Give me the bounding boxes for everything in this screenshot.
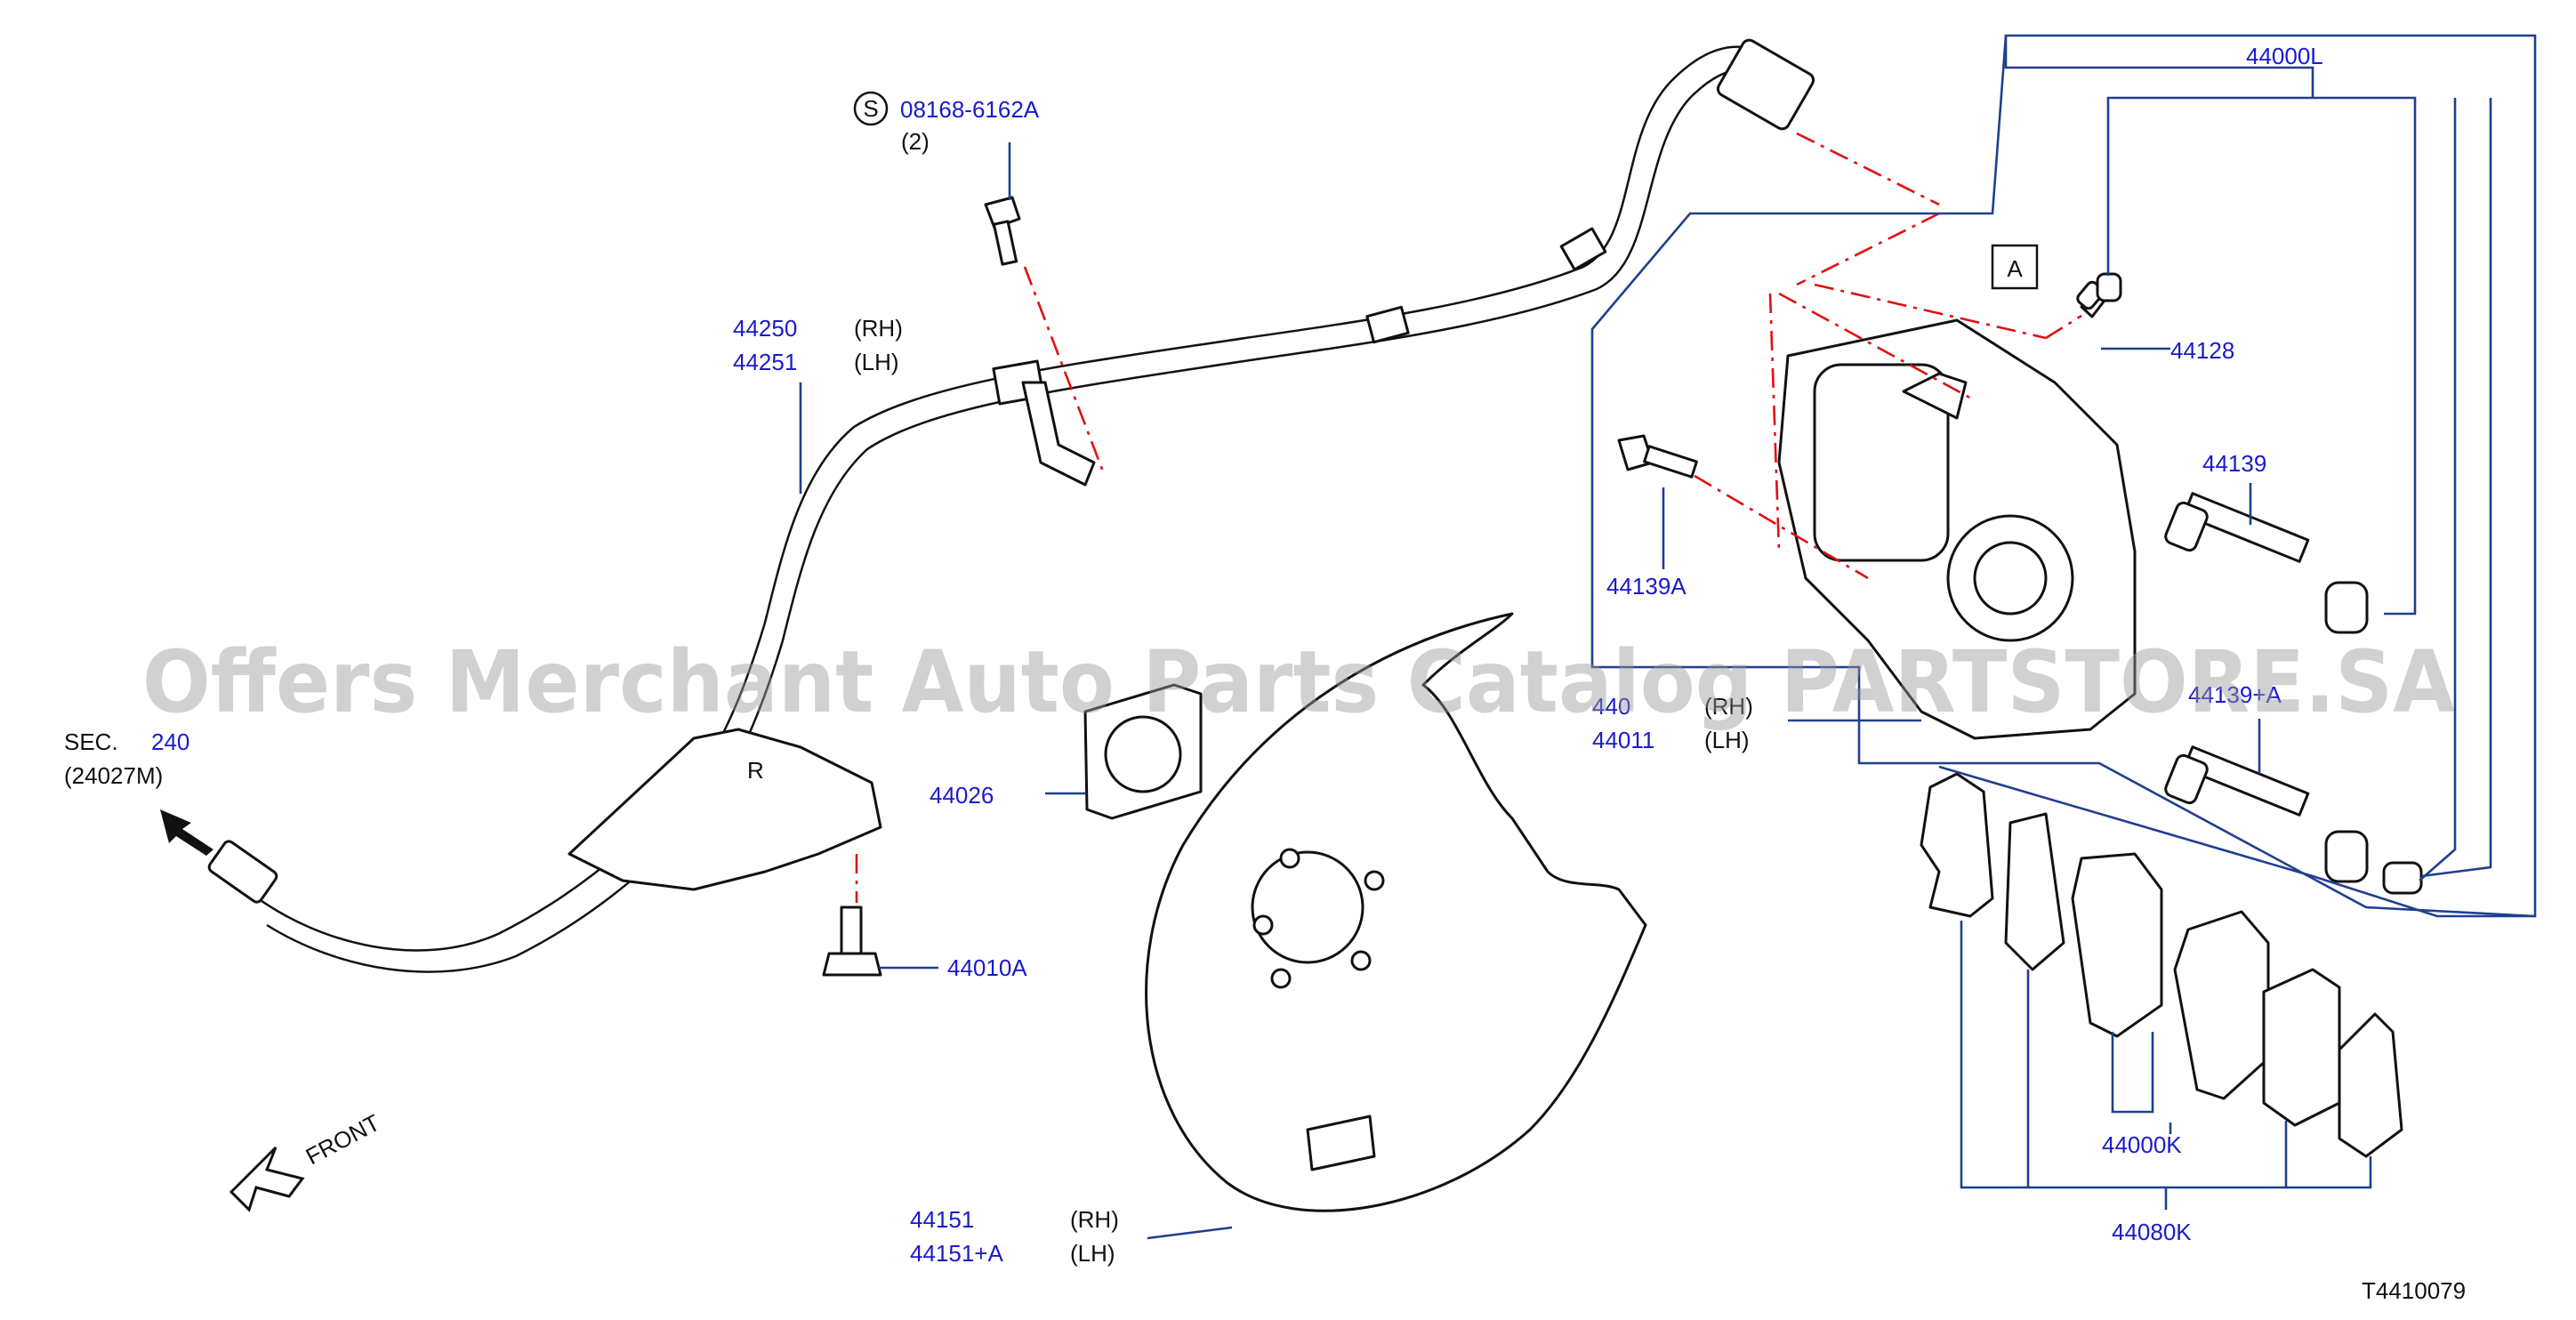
part-44151A-number[interactable]: 44151+A: [910, 1240, 1003, 1267]
leader-lines: [799, 34, 2537, 1240]
part-44139A-number[interactable]: 44139A: [1606, 573, 1686, 600]
bolt-44010A-icon[interactable]: [822, 905, 882, 977]
section-sub: (24027M): [64, 762, 163, 789]
section-arrow-icon: [160, 809, 213, 856]
pin-boot-icon[interactable]: [2324, 581, 2369, 634]
svg-text:R: R: [747, 757, 764, 784]
pad-shim-outer-icon[interactable]: [2262, 968, 2341, 1127]
part-44010A-number[interactable]: 44010A: [947, 954, 1027, 981]
hose-bracket-icon: [1021, 381, 1096, 487]
brake-hose-harness[interactable]: R: [207, 37, 1816, 973]
brake-pad-inner-icon[interactable]: [2071, 852, 2163, 1038]
pin-boot-icon[interactable]: [2324, 830, 2369, 883]
screw-symbol-circle: [853, 91, 889, 126]
pad-shim-icon[interactable]: [2004, 812, 2065, 971]
part-44251-side: (LH): [854, 349, 899, 375]
part-44139-plus-A-number[interactable]: 44139+A: [2188, 681, 2282, 708]
guide-pin-44139-icon[interactable]: [2163, 492, 2310, 563]
sensor-plug-icon: [207, 840, 278, 904]
pin-bushing-icon[interactable]: [2382, 861, 2423, 895]
part-44080K-number[interactable]: 44080K: [2112, 1219, 2192, 1245]
part-44250-side: (RH): [854, 315, 903, 342]
part-44139-number[interactable]: 44139: [2202, 450, 2266, 477]
part-44151-number[interactable]: 44151: [910, 1206, 974, 1233]
assembly-lines: [855, 132, 2082, 903]
section-number[interactable]: 240: [151, 728, 189, 755]
hose-clip-icon: [1559, 227, 1607, 271]
bolt-08168-icon[interactable]: [984, 196, 1021, 266]
part-44151-side: (RH): [1070, 1206, 1119, 1233]
part-44000L-number[interactable]: 44000L: [2246, 43, 2323, 69]
sensor-mount-bracket-icon: [568, 728, 882, 891]
figure-code: T4410079: [2362, 1277, 2466, 1304]
part-44026-number[interactable]: 44026: [930, 782, 994, 809]
part-44011-side: (LH): [1704, 727, 1750, 753]
guide-pin-44139-plus-A-icon[interactable]: [2163, 745, 2310, 817]
harness-connector-icon: [1716, 38, 1815, 131]
front-label: FRONT: [302, 1109, 384, 1171]
part-44001-number[interactable]: 440: [1592, 693, 1630, 720]
watermark: Offers Merchant Auto Parts Catalog PARTS…: [142, 632, 2455, 732]
front-arrow-icon: [229, 1146, 305, 1212]
screw-quantity: (2): [901, 128, 930, 155]
brake-pad-outer-icon[interactable]: [2173, 910, 2270, 1100]
svg-text:A: A: [2007, 255, 2023, 282]
screw-symbol: S: [863, 95, 878, 122]
pad-clip-outer-icon[interactable]: [2338, 1012, 2403, 1158]
part-44151A-side: (LH): [1070, 1240, 1115, 1267]
screw-part-number: 08168-6162A: [900, 96, 1040, 123]
part-44251-number[interactable]: 44251: [733, 349, 797, 375]
callout-box-A[interactable]: A: [1991, 244, 2039, 290]
part-44128-number[interactable]: 44128: [2170, 337, 2234, 364]
bleeder-cap-icon[interactable]: [2096, 272, 2122, 302]
part-44250-number[interactable]: 44250: [733, 315, 797, 342]
brake-caliper-44000L-icon[interactable]: [1777, 318, 2137, 740]
part-44001-side: (RH): [1704, 693, 1753, 720]
screw-callout[interactable]: S 08168-6162A (2): [853, 91, 1040, 155]
gasket-44026-icon[interactable]: [1083, 683, 1203, 820]
hose-clip-icon: [1365, 305, 1410, 344]
part-44000K-number[interactable]: 44000K: [2102, 1131, 2182, 1158]
part-44011-number[interactable]: 44011: [1592, 727, 1654, 753]
pad-clip-icon[interactable]: [1920, 772, 1994, 918]
bolt-44139A-icon[interactable]: [1617, 434, 1698, 479]
backing-plate-44151-icon[interactable]: [1145, 612, 1647, 1212]
section-prefix: SEC.: [64, 728, 118, 755]
